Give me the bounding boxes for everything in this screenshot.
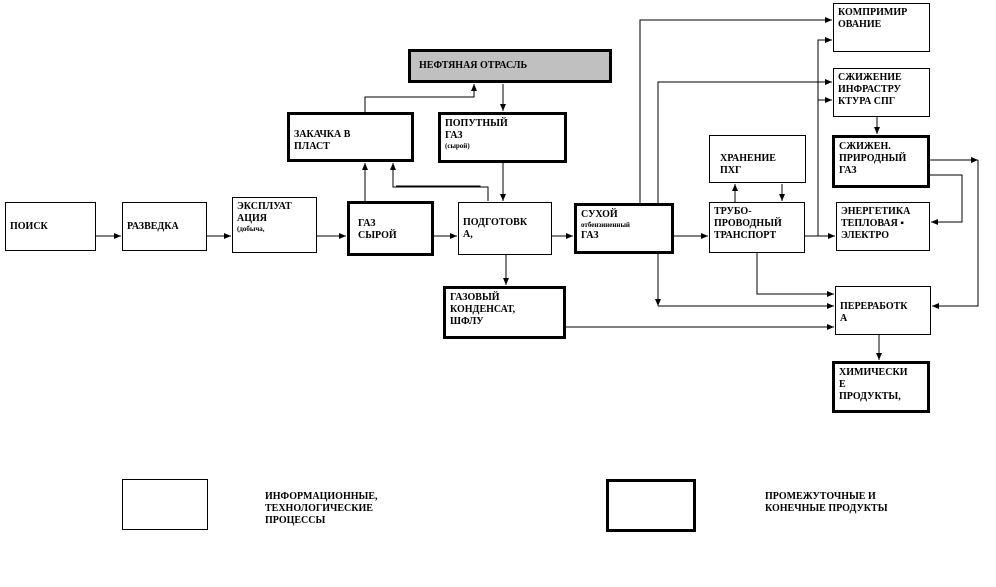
node-komprimirovanie: КОМПРИМИР ОВАНИЕ bbox=[833, 3, 930, 52]
node-poputny-gaz: ПОПУТНЫЙ ГАЗ (сырой) bbox=[438, 112, 567, 163]
connector-arrow-12 bbox=[390, 163, 489, 201]
node-razvedka: РАЗВЕДКА bbox=[122, 202, 207, 251]
node-truboprovodny-transport: ТРУБО- ПРОВОДНЫЙ ТРАНСПОРТ bbox=[709, 202, 805, 253]
connector-arrow-9 bbox=[364, 84, 477, 112]
node-neftyanaya-otrasl: НЕФТЯНАЯ ОТРАСЛЬ bbox=[408, 49, 612, 83]
node-gaz-syroy: ГАЗ СЫРОЙ bbox=[347, 201, 434, 256]
connector-arrow-28 bbox=[930, 174, 963, 225]
legend-product-swatch bbox=[606, 479, 696, 532]
node-khimicheskie-produkty: ХИМИЧЕСКИ Е ПРОДУКТЫ, bbox=[832, 361, 930, 413]
legend-process-label: ИНФОРМАЦИОННЫЕ, ТЕХНОЛОГИЧЕСКИЕ ПРОЦЕССЫ bbox=[265, 491, 378, 526]
legend-process-swatch bbox=[122, 479, 208, 530]
node-energetika: ЭНЕРГЕТИКА ТЕПЛОВАЯ ▪ ЭЛЕКТРО bbox=[836, 202, 930, 251]
node-sukhoy-gaz: СУХОЙ отбензиненный ГАЗ bbox=[574, 203, 674, 254]
connector-arrow-13 bbox=[396, 185, 481, 187]
legend-product-label: ПРОМЕЖУТОЧНЫЕ И КОНЕЧНЫЕ ПРОДУКТЫ bbox=[765, 491, 888, 514]
node-khranenie-pkhg: ХРАНЕНИЕ ПХГ bbox=[709, 135, 806, 183]
node-poisk: ПОИСК bbox=[5, 202, 96, 251]
node-szhizhenie-infrastruktura: СЖИЖЕНИЕ ИНФРАСТРУ КТУРА СПГ bbox=[833, 68, 930, 117]
connector-arrow-15 bbox=[639, 17, 832, 203]
connector-arrow-22 bbox=[756, 253, 834, 297]
node-zakachka: ЗАКАЧКА В ПЛАСТ bbox=[287, 112, 414, 162]
connector-arrow-27 bbox=[932, 160, 979, 309]
connector-arrow-16 bbox=[657, 79, 832, 203]
node-ekspluatatsiya: ЭКСПЛУАТ АЦИЯ (добыча, bbox=[232, 197, 317, 253]
node-gazovy-kondensat: ГАЗОВЫЙ КОНДЕНСАТ, ШФЛУ bbox=[443, 286, 566, 339]
connector-arrow-23 bbox=[817, 37, 832, 236]
node-szhizhenny-prirodny-gaz: СЖИЖЕН. ПРИРОДНЫЙ ГАЗ bbox=[832, 135, 930, 188]
node-pererabotka: ПЕРЕРАБОТК А bbox=[835, 286, 931, 335]
node-podgotovka: ПОДГОТОВК А, bbox=[458, 202, 552, 255]
